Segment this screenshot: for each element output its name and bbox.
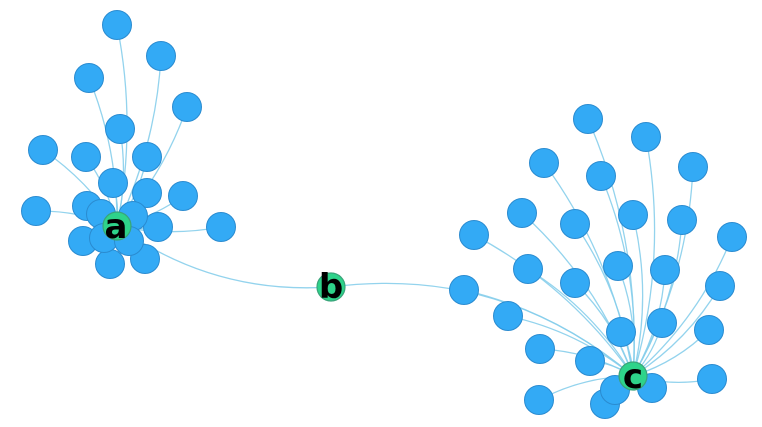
leaf-node-c-20 [694,315,724,345]
hub-node-a-circle [102,211,132,241]
leaf-node-c-4 [586,161,616,191]
hub-node-c-label: c [623,357,643,397]
leaf-node-layer [21,10,747,419]
edge-c-leaf-12 [527,268,634,377]
hub-node-layer: a b c [102,207,648,397]
leaf-node-c-13 [650,255,680,285]
leaf-node-a-16 [95,249,125,279]
leaf-node-c-22 [575,346,605,376]
edge-c-leaf-6 [632,214,644,377]
leaf-node-c-14 [560,268,590,298]
edge-c-leaf-10 [632,236,733,377]
leaf-node-a-4 [105,114,135,144]
leaf-node-c-9 [459,220,489,250]
leaf-node-c-1 [631,122,661,152]
leaf-node-a-11 [21,196,51,226]
leaf-node-c-8 [560,209,590,239]
leaf-node-c-6 [618,200,648,230]
edge-a-leaf-2 [88,77,118,227]
leaf-node-c-23 [697,364,727,394]
leaf-node-c-18 [647,308,677,338]
leaf-node-a-2 [74,63,104,93]
hub-node-a-label: a [105,207,128,247]
leaf-node-a-5 [28,135,58,165]
leaf-node-c-19 [606,317,636,347]
leaf-node-a-8 [98,168,128,198]
leaf-node-a-10 [168,181,198,211]
leaf-node-c-10 [717,222,747,252]
leaf-node-c-15 [449,275,479,305]
leaf-node-a-9 [132,178,162,208]
leaf-node-a-1 [146,41,176,71]
leaf-node-c-16 [705,271,735,301]
leaf-node-a-13 [143,212,173,242]
leaf-node-c-2 [529,148,559,178]
hub-node-c-circle [618,361,648,391]
leaf-node-c-3 [678,152,708,182]
hub-node-b: b [316,267,346,307]
hub-node-c: c [618,357,648,397]
leaf-node-a-6 [71,142,101,172]
leaf-node-a-7 [132,142,162,172]
hub-node-b-circle [316,272,346,302]
leaf-node-c-17 [493,301,523,331]
hub-node-b-label: b [319,267,343,307]
leaf-node-c-0 [573,104,603,134]
edge-c-leaf-1 [632,136,656,377]
edge-c-leaf-9 [473,234,634,377]
leaf-node-c-11 [603,251,633,281]
hub-node-a: a [102,207,132,247]
leaf-node-c-7 [667,205,697,235]
leaf-node-c-24 [524,385,554,415]
leaf-node-c-21 [525,334,555,364]
leaf-node-c-5 [507,198,537,228]
leaf-node-c-12 [513,254,543,284]
leaf-node-a-14 [206,212,236,242]
edge-c-leaf-15 [463,289,634,377]
edge-c-leaf-17 [507,315,634,377]
leaf-node-a-3 [172,92,202,122]
leaf-node-a-0 [102,10,132,40]
